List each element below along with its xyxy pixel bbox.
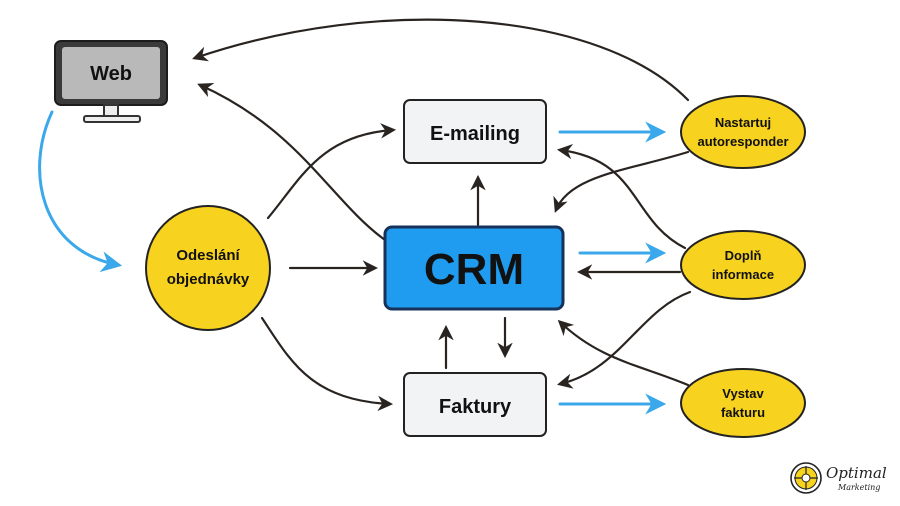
- arrow-crm-to-web: [197, 83, 387, 242]
- optimal-marketing-logo: Optimal Marketing: [790, 462, 887, 494]
- dopln-label-line2: informace: [712, 267, 774, 282]
- nastartuj-label-line2: autoresponder: [697, 134, 788, 149]
- arrow-dopln-to-emailing: [556, 143, 687, 250]
- crm-label: CRM: [424, 245, 524, 294]
- arrow-nastartuj-to-web: [192, 18, 690, 102]
- arrow-web-to-odeslani: [38, 110, 123, 273]
- arrow-vystav-to-crm: [557, 319, 690, 387]
- vystav-label-line2: fakturu: [721, 405, 765, 420]
- brand-name: Optimal: [826, 464, 887, 482]
- odeslani-objednavky-circle: Odeslání objednávky: [145, 205, 271, 331]
- odeslani-label-line2: objednávky: [167, 271, 250, 288]
- vystav-label-line1: Vystav: [722, 386, 764, 401]
- arrow-nastartuj-to-crm: [553, 150, 690, 213]
- optimal-logo-icon: [790, 462, 822, 494]
- web-monitor-icon: Web: [54, 40, 168, 123]
- faktury-box: Faktury: [403, 372, 547, 437]
- faktury-label: Faktury: [439, 396, 512, 418]
- arrow-odeslani-to-faktury: [260, 316, 394, 412]
- web-label: Web: [90, 63, 132, 85]
- emailing-box: E-mailing: [403, 99, 547, 164]
- brand-sub: Marketing: [837, 483, 880, 492]
- arrow-odeslani-to-emailing: [266, 123, 397, 220]
- crm-box: CRM: [383, 225, 565, 311]
- vystav-fakturu-ellipse: Vystav fakturu: [680, 368, 806, 438]
- arrow-dopln-to-faktury: [557, 290, 692, 389]
- emailing-label: E-mailing: [430, 123, 520, 145]
- dopln-informace-ellipse: Doplň informace: [680, 230, 806, 300]
- nastartuj-autoresponder-ellipse: Nastartuj autoresponder: [680, 95, 806, 169]
- dopln-label-line1: Doplň: [725, 248, 762, 263]
- odeslani-label-line1: Odeslání: [176, 247, 240, 264]
- nastartuj-label-line1: Nastartuj: [715, 115, 771, 130]
